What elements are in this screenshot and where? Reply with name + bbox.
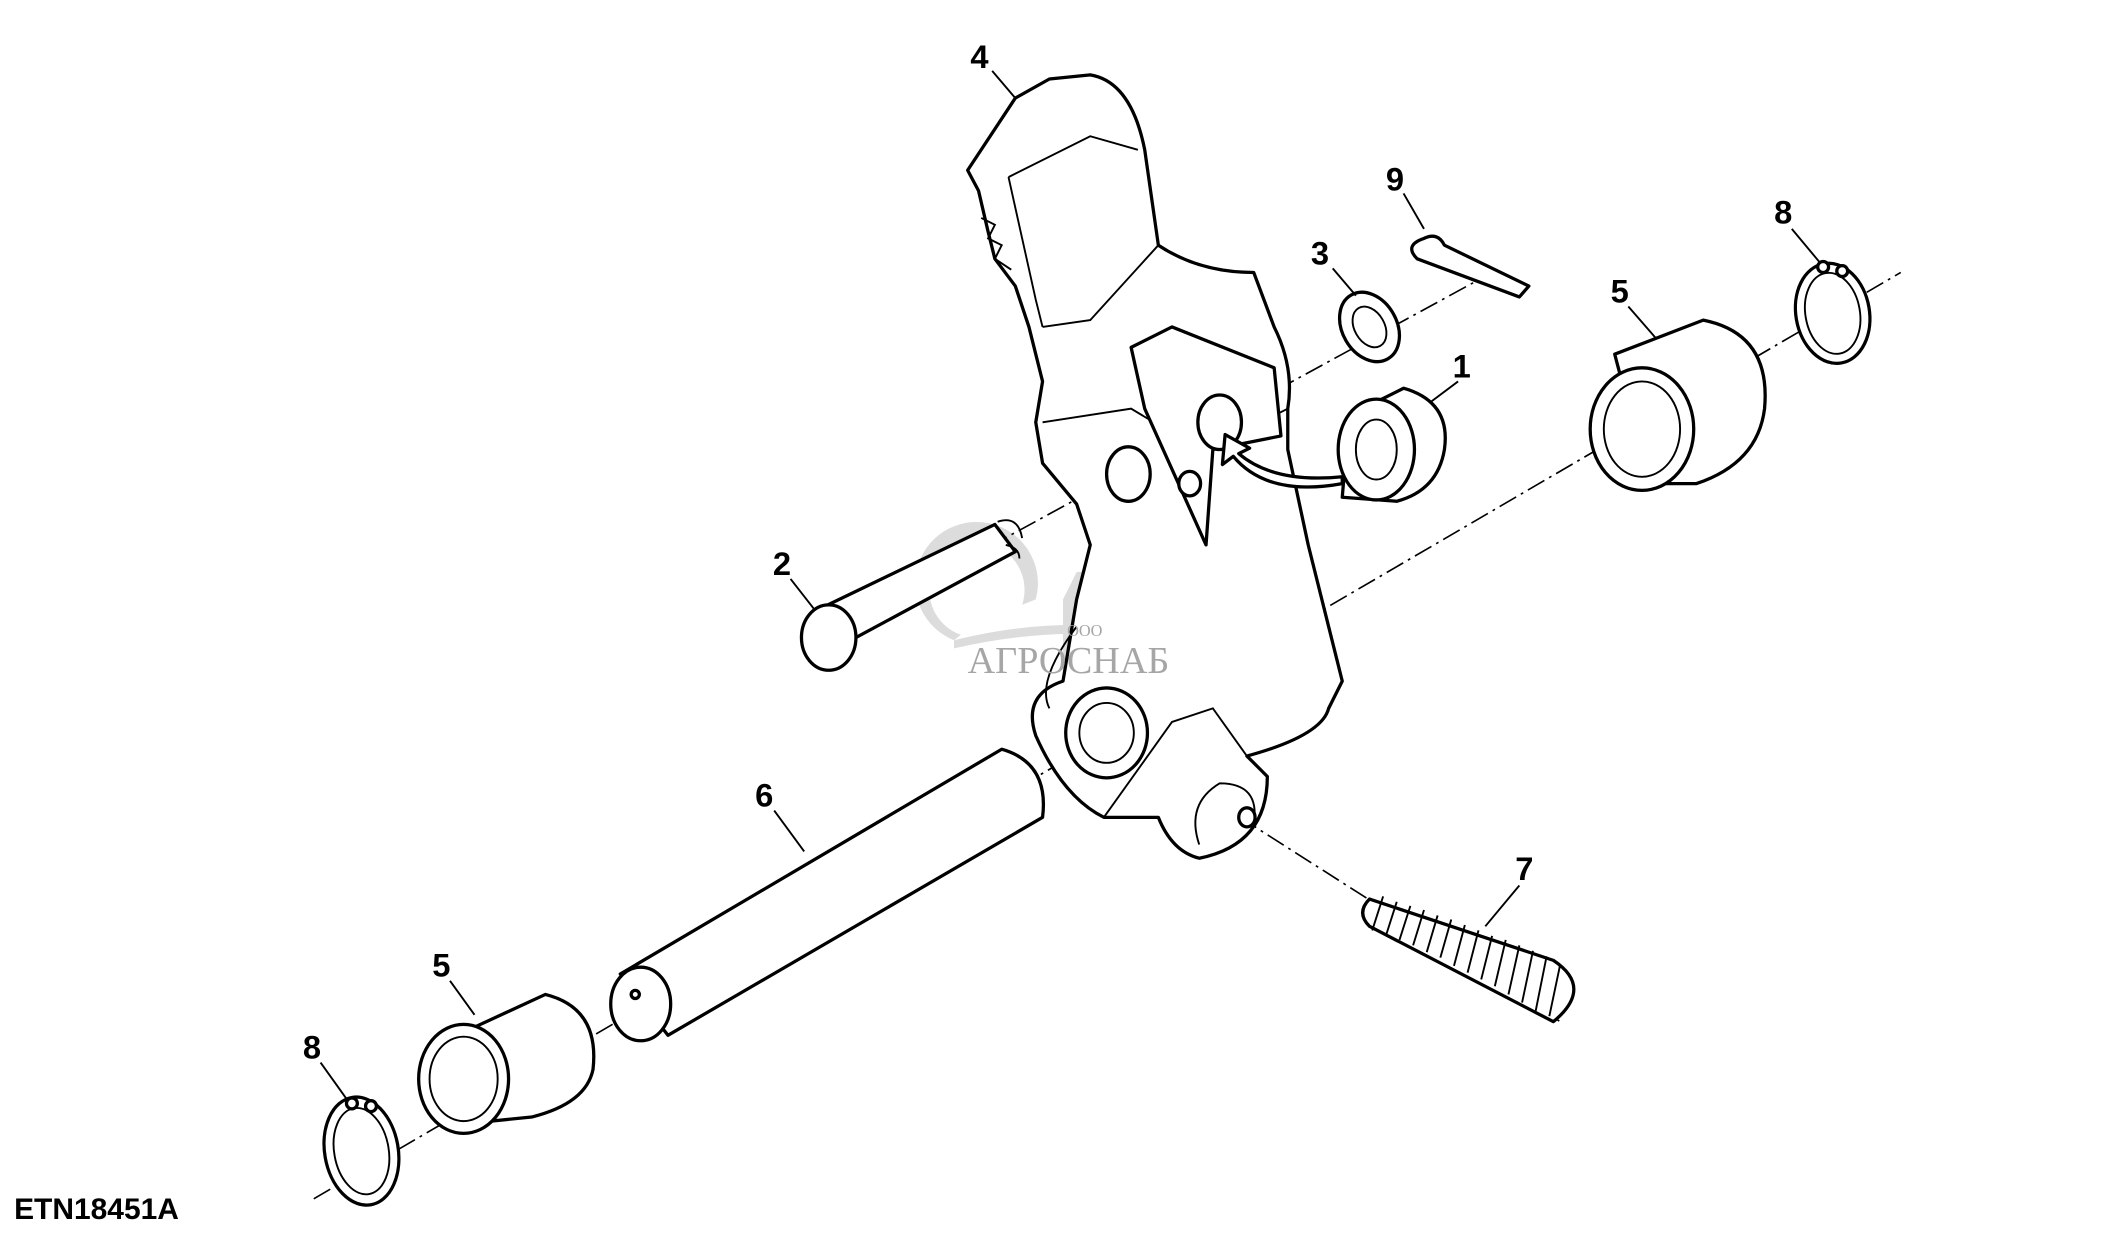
part-3-washer xyxy=(1337,290,1402,364)
watermark-name: АГРОСНАБ xyxy=(968,640,1170,682)
callout-8-top: 8 xyxy=(1774,193,1792,230)
callout-3: 3 xyxy=(1311,234,1329,271)
part-8-snap-ring-bottom xyxy=(322,1095,401,1207)
part-4-lever xyxy=(966,73,1344,860)
callout-1: 1 xyxy=(1453,347,1471,384)
figure-id: ETN18451A xyxy=(14,1193,179,1226)
part-1-roller xyxy=(1336,386,1447,503)
part-7-spring xyxy=(1361,896,1576,1024)
part-8-snap-ring-top xyxy=(1793,259,1872,365)
watermark-text: ООО АГРОСНАБ xyxy=(968,621,1170,682)
install-arrow xyxy=(1220,432,1344,489)
part-5-bushing-bottom xyxy=(417,992,596,1136)
callout-8-bottom: 8 xyxy=(303,1028,321,1065)
part-9-cotter-pin xyxy=(1410,234,1531,299)
part-5-bushing-top xyxy=(1588,318,1767,493)
part-2-pin xyxy=(799,519,1024,672)
leader-lines xyxy=(319,70,1820,1102)
callout-7: 7 xyxy=(1515,850,1533,887)
callout-6: 6 xyxy=(755,776,773,813)
callout-5-top: 5 xyxy=(1611,272,1629,309)
callout-9: 9 xyxy=(1386,161,1404,198)
callout-5-bottom: 5 xyxy=(432,947,450,984)
callout-4: 4 xyxy=(970,38,988,75)
part-6-shaft xyxy=(609,747,1046,1043)
watermark-prefix: ООО xyxy=(1067,621,1103,640)
callout-2: 2 xyxy=(773,545,791,582)
